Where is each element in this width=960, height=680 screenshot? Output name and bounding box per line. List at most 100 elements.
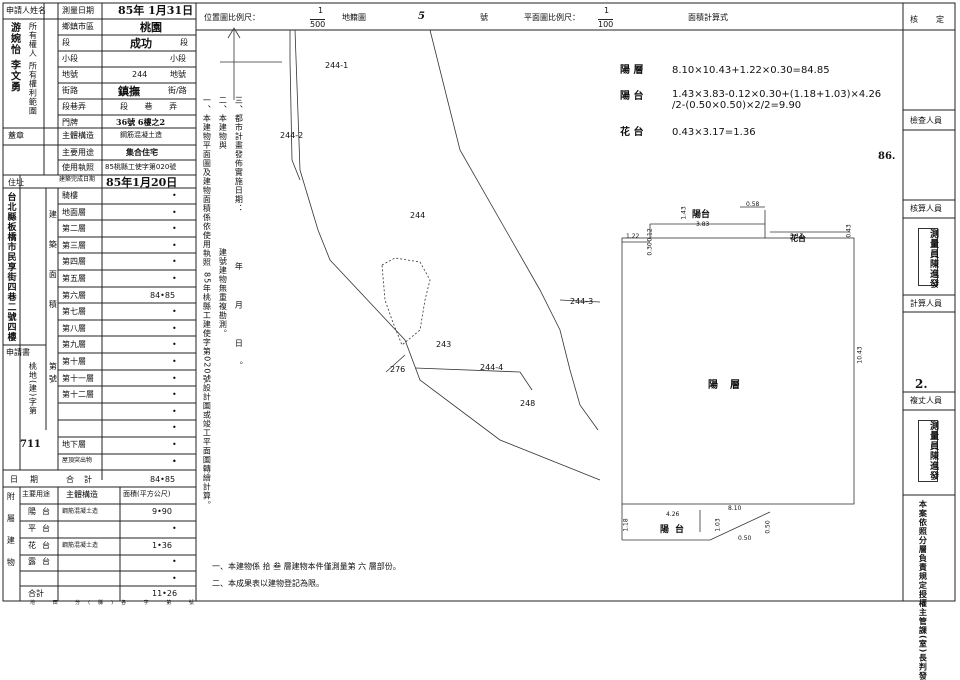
lane-label: 段巷弄 — [62, 102, 86, 111]
floor-label: 第三層 — [62, 240, 86, 250]
floor-label: 第八層 — [62, 323, 86, 333]
dim-058: 0.58 — [746, 201, 760, 208]
permit: 85桃縣工使字第020號 — [105, 163, 177, 171]
subsection-suffix: 小段 — [170, 54, 186, 63]
attached-header-use: 主要用途 — [22, 490, 50, 498]
attached-total: 11•26 — [152, 589, 178, 598]
floor-value: • — [172, 191, 177, 200]
check-label: 核定 — [910, 15, 960, 24]
map-label-244-2: 244-2 — [280, 131, 304, 140]
floor-label: 第十一層 — [62, 373, 94, 383]
attached-group-label: 附屬建物 — [6, 492, 16, 580]
applicant-label: 申請人姓名 — [6, 6, 46, 15]
total-label: 合計 — [66, 475, 102, 484]
dim-810: 8.10 — [728, 505, 742, 512]
surveyor-label: 複丈人員 — [910, 396, 942, 405]
floor-label: 第十二層 — [62, 390, 94, 400]
map-label-276: 276 — [390, 365, 406, 374]
bottom-line: 地 田 分(縣)各 字 第 號 — [30, 600, 202, 606]
main-use: 集合住宅 — [126, 147, 158, 157]
application-side: 第 號 — [48, 362, 58, 384]
survey-date: 85年 1月31日 — [118, 4, 194, 17]
attached-area: 9•90 — [152, 507, 172, 516]
location-map — [220, 27, 601, 481]
map-label-248: 248 — [520, 399, 536, 408]
floor-label: 第六層 — [62, 290, 86, 300]
lot-label: 地號 — [62, 70, 78, 79]
section: 成功 — [130, 37, 152, 50]
dim-043: 0.43 — [845, 224, 853, 238]
total-value: 84•85 — [150, 475, 176, 484]
floor-value: • — [172, 274, 177, 283]
floor-label: 屋頂突出物 — [62, 457, 93, 464]
completion-label: 建築完成日期 — [59, 176, 96, 183]
plan-main-floor: 陽層 — [708, 380, 752, 391]
plan-scale-label: 平面圖比例尺： — [524, 13, 580, 22]
floor-label: 第七層 — [62, 307, 86, 317]
application-label: 申請書 — [6, 348, 30, 357]
attached-structure: 鋼筋混凝土造 — [62, 508, 99, 515]
dim-1043: 10.43 — [856, 346, 864, 364]
dim-317: 3.17 — [790, 233, 804, 240]
floor-label: 地面層 — [62, 207, 86, 217]
floor-value: • — [172, 357, 177, 366]
attached-use: 露台 — [28, 557, 56, 567]
city-label: 鄉鎮市區 — [62, 22, 94, 31]
surveyor-stamp-1: 測量員陳進發 — [918, 228, 938, 289]
attached-use: 平台 — [28, 523, 56, 533]
handwritten-num-1: 86. — [878, 151, 896, 162]
floor-label: 第十層 — [62, 357, 86, 366]
floor-value: • — [172, 340, 177, 350]
floor-label: 第五層 — [62, 274, 86, 283]
dim-383: 3.83 — [696, 221, 710, 228]
attached-area: • — [172, 523, 177, 533]
attached-use: 花台 — [28, 540, 56, 550]
section-suffix: 段 — [180, 38, 188, 47]
attached-area: 1•36 — [152, 540, 172, 550]
plan-scale-den: 100 — [598, 19, 614, 29]
floor-label: 第九層 — [62, 340, 86, 350]
handwritten-num-2: 2. — [915, 377, 928, 391]
inspector-label: 檢查人員 — [910, 116, 942, 125]
dim-030: 0.30 — [646, 242, 654, 256]
seal-label: 蓋章 — [8, 131, 24, 140]
dim-050b: 0.50 — [764, 520, 772, 534]
dim-122: 1.22 — [626, 233, 640, 240]
note-3b: 年 月 日。 — [234, 262, 244, 384]
plan-scale-num: 1 — [604, 6, 610, 15]
authorization-note: 本案依照分層負責規定授權主管課(室)長判發 — [918, 500, 928, 680]
date-label: 日期 — [10, 475, 50, 484]
attached-area: • — [172, 574, 177, 584]
dim-050a: 0.50 — [738, 535, 752, 542]
street-label: 街路 — [62, 86, 78, 95]
attached-header-structure: 主體構造 — [66, 490, 98, 499]
attached-total-label: 合計 — [28, 589, 44, 598]
note-2b: 建號建物無重複勘測。 — [218, 248, 228, 338]
dim-012: 0.12 — [646, 228, 654, 242]
floor-value: • — [172, 307, 177, 317]
floors-group-label: 建築面積 — [48, 210, 58, 330]
main-structure: 鋼筋混凝土造 — [120, 131, 162, 139]
calc-label-2: 陽 台 — [620, 91, 644, 102]
lane: 段 巷 弄 — [120, 102, 178, 111]
calc-formula-2: 1.43×3.83-0.12×0.30+(1.18+1.03)×4.26 — [672, 89, 882, 100]
attached-area: • — [172, 557, 177, 567]
floor-value: • — [172, 257, 177, 267]
estimator-label: 核算人員 — [910, 204, 942, 213]
footer-note-1: 一、本建物係 拾 叁 層建物本件僅測量第 六 層部份。 — [212, 562, 401, 571]
floor-value: • — [172, 406, 177, 416]
lot: 244 — [132, 70, 148, 79]
section-label: 段 — [62, 38, 70, 47]
owner-side: 所有權人 所有權利範圍 — [28, 22, 38, 116]
application-no: 711 — [20, 439, 41, 450]
calc-formula-1: 8.10×10.43+1.22×0.30=84.85 — [672, 65, 830, 76]
map-label-243: 243 — [436, 340, 452, 349]
floor-label: 騎樓 — [62, 191, 78, 200]
plan-balcony-top: 陽台 — [692, 210, 711, 220]
floor-plan — [621, 206, 855, 541]
permit-label: 使用執照 — [62, 163, 94, 172]
lot-suffix: 地號 — [170, 70, 186, 79]
floor-value: • — [172, 423, 177, 433]
floor-value: • — [172, 456, 177, 466]
map-label-244-1: 244-1 — [325, 61, 349, 70]
